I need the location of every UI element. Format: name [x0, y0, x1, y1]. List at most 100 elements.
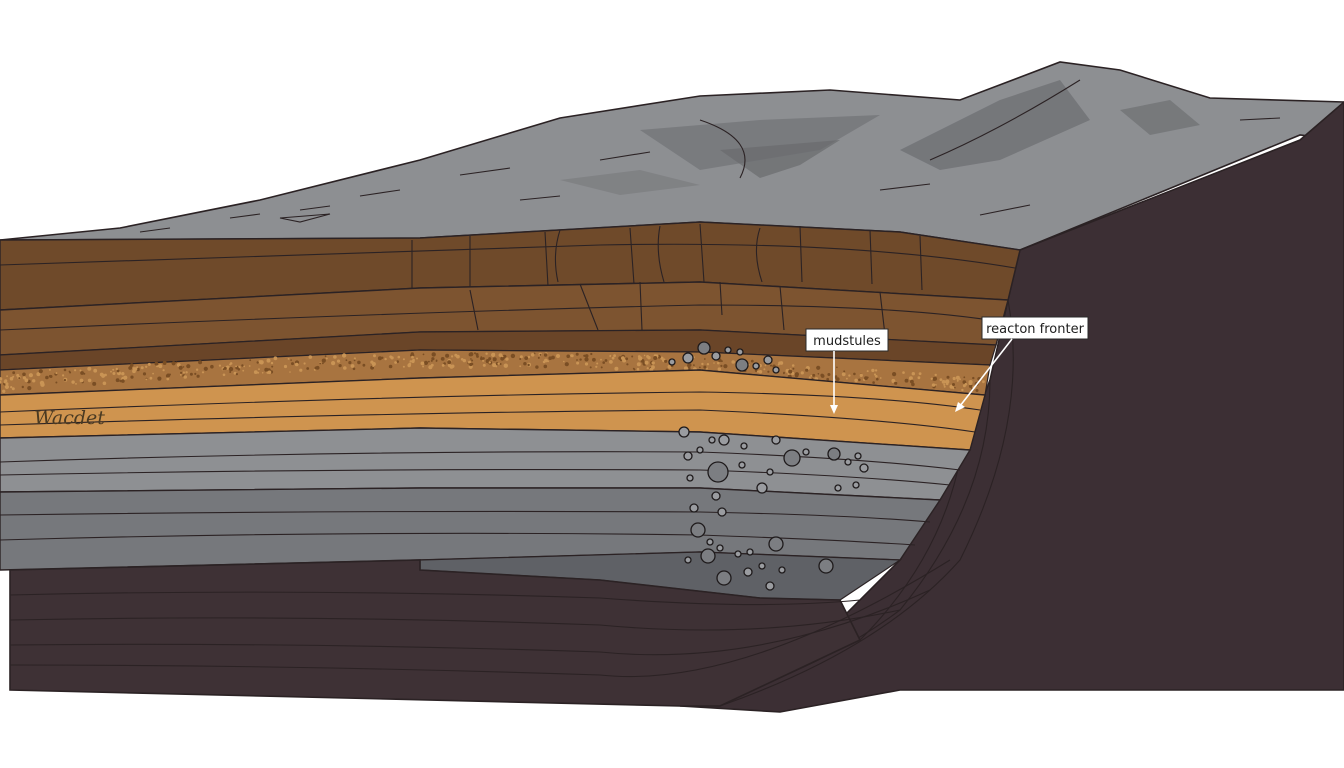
speckle-grain — [353, 359, 356, 362]
speckle-grain — [493, 352, 495, 355]
speckle-grain — [180, 371, 183, 374]
speckle-grain — [21, 385, 24, 389]
speckle-grain — [519, 355, 523, 359]
speckle-grain — [911, 382, 915, 387]
speckle-grain — [946, 375, 950, 379]
speckle-grain — [794, 373, 799, 378]
speckle-grain — [87, 378, 92, 383]
nodule — [827, 447, 841, 461]
speckle-grain — [341, 353, 347, 358]
speckle-grain — [16, 373, 20, 377]
speckle-grain — [853, 372, 856, 376]
speckle-grain — [952, 383, 955, 386]
nodule — [778, 566, 786, 574]
speckle-grain — [800, 371, 804, 375]
speckle-grain — [875, 375, 878, 378]
speckle-grain — [407, 363, 412, 368]
speckle-grain — [440, 357, 445, 361]
speckle-grain — [157, 376, 162, 381]
speckle-grain — [952, 376, 956, 381]
speckle-grain — [110, 370, 112, 373]
speckle-grain — [198, 360, 203, 365]
speckle-grain — [462, 358, 466, 363]
speckle-grain — [266, 358, 271, 363]
nodule — [689, 503, 699, 513]
speckle-grain — [930, 377, 933, 380]
rock-surface — [0, 61, 1344, 251]
speckle-grain — [324, 355, 327, 358]
speckle-grain — [152, 372, 155, 375]
speckle-grain — [299, 368, 303, 372]
svg-text:reacton fronter: reacton fronter — [986, 322, 1085, 337]
speckle-grain — [539, 353, 542, 356]
speckle-grain — [87, 366, 92, 371]
speckle-grain — [683, 366, 688, 371]
speckle-grain — [294, 362, 299, 367]
speckle-grain — [576, 361, 580, 365]
speckle-grain — [28, 373, 33, 378]
signature-text: Wacdet — [34, 407, 105, 429]
speckle-grain — [621, 356, 625, 360]
nodule — [844, 458, 852, 466]
speckle-grain — [527, 363, 530, 367]
speckle-grain — [703, 358, 706, 360]
speckle-grain — [651, 361, 655, 365]
speckle-grain — [584, 362, 589, 366]
nodule — [859, 463, 869, 473]
speckle-grain — [542, 360, 546, 364]
speckle-grain — [962, 380, 967, 384]
speckle-grain — [242, 369, 245, 372]
nodule — [682, 352, 694, 364]
speckle-grain — [62, 374, 65, 377]
speckle-grain — [80, 371, 84, 375]
speckle-grain — [470, 358, 472, 360]
speckle-grain — [451, 355, 454, 358]
nodule — [690, 522, 706, 538]
speckle-grain — [27, 386, 32, 391]
nodule — [854, 452, 862, 460]
speckle-grain — [402, 358, 405, 361]
speckle-grain — [154, 361, 159, 366]
nodule — [802, 448, 810, 456]
speckle-grain — [189, 372, 193, 376]
speckle-grain — [201, 371, 205, 374]
speckle-grain — [575, 352, 579, 356]
nodule — [711, 351, 721, 361]
speckle-grain — [92, 381, 97, 386]
speckle-grain — [430, 359, 433, 362]
speckle-grain — [943, 383, 946, 386]
speckle-grain — [817, 373, 820, 375]
nodule — [724, 346, 732, 354]
speckle-grain — [389, 355, 393, 359]
speckle-grain — [182, 371, 185, 374]
nodule — [834, 484, 842, 492]
speckle-grain — [416, 357, 418, 360]
speckle-grain — [451, 364, 455, 368]
speckle-grain — [519, 365, 522, 368]
speckle-grain — [130, 375, 134, 379]
speckle-grain — [431, 352, 436, 357]
speckle-grain — [874, 369, 878, 372]
nodule — [684, 556, 692, 564]
speckle-grain — [935, 384, 937, 386]
speckle-grain — [101, 373, 106, 378]
label-reaction-fronter: reacton fronter — [955, 316, 1089, 412]
speckle-grain — [48, 368, 51, 371]
speckle-grain — [194, 372, 197, 375]
nodule — [766, 468, 774, 476]
speckle-grain — [939, 378, 943, 381]
nodule — [771, 435, 781, 445]
speckle-grain — [11, 387, 15, 391]
speckle-grain — [6, 375, 8, 378]
speckle-grain — [954, 386, 956, 389]
speckle-grain — [945, 379, 950, 384]
speckle-grain — [583, 354, 586, 357]
speckle-grain — [792, 367, 795, 370]
speckle-grain — [763, 368, 766, 371]
nodule — [686, 474, 694, 482]
speckle-grain — [482, 363, 486, 367]
speckle-grain — [145, 378, 148, 381]
speckle-grain — [420, 361, 425, 366]
speckle-grain — [524, 356, 529, 360]
